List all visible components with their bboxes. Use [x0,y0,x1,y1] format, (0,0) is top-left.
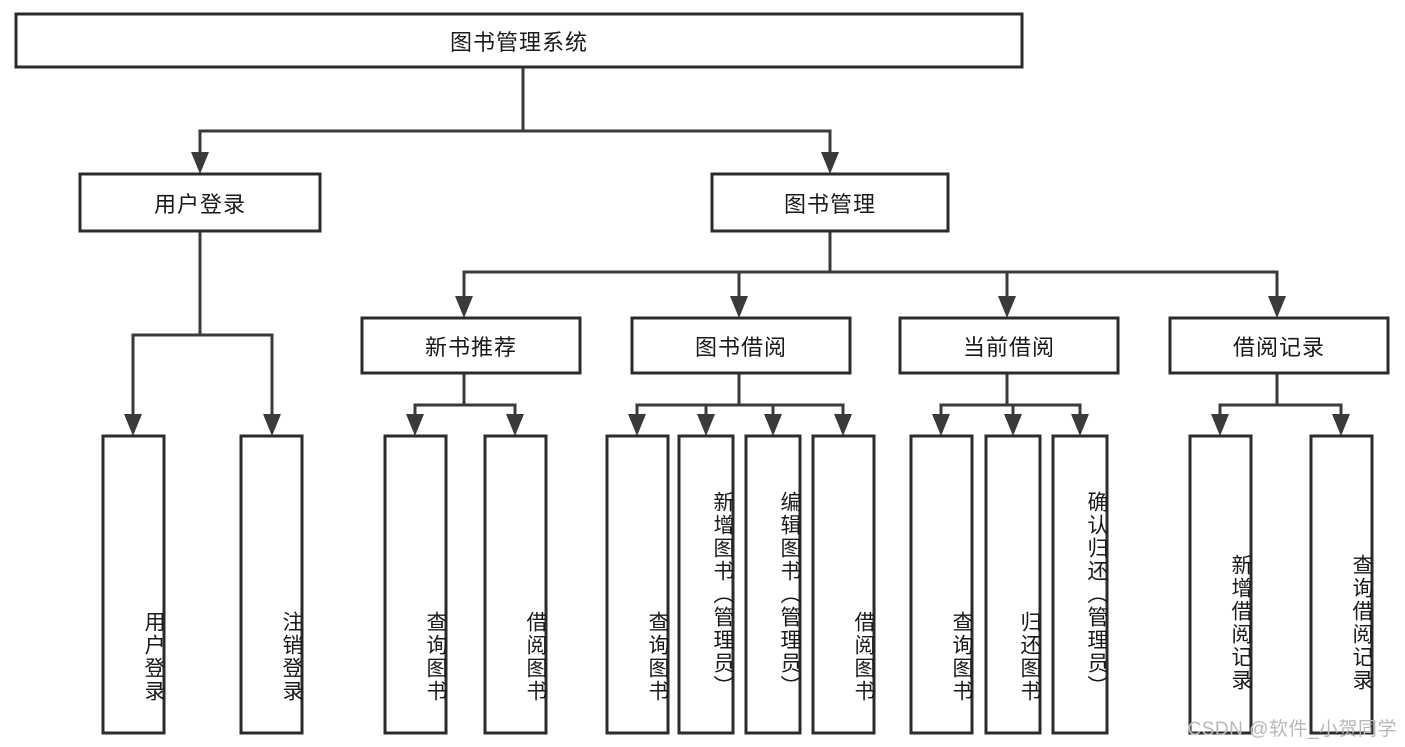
node-box-leaf-query-record[interactable] [1309,434,1374,735]
node-box-leaf-query-book-1[interactable] [383,434,448,735]
node-box-leaf-borrow-book-2[interactable] [811,434,876,735]
arrow-head-leaf-query-record [1332,414,1350,436]
node-box-book-borrow[interactable] [630,316,852,375]
node-box-book-manage[interactable] [710,172,950,233]
arrow-head-leaf-add-book [697,414,715,436]
node-box-leaf-user-login[interactable] [101,434,166,735]
arrow-head-leaf-user-logout [263,414,281,436]
arrow-head-leaf-query-book-3 [932,414,950,436]
node-box-leaf-query-book-2[interactable] [605,434,670,735]
node-box-leaf-user-logout[interactable] [239,434,304,735]
node-box-new-book-recommend[interactable] [360,316,582,375]
arrow-head-new-book-recommend [455,296,473,318]
connector-group-book-manage [455,229,1286,318]
connector-group-user-login [124,229,281,436]
node-box-leaf-borrow-book-1[interactable] [483,434,548,735]
node-box-user-login[interactable] [78,172,322,233]
node-box-leaf-add-book[interactable] [677,434,735,735]
arrow-head-user-login [191,152,209,174]
arrow-head-leaf-user-login [124,414,142,436]
arrow-head-leaf-edit-book [764,414,782,436]
arrow-head-leaf-borrow-book-1 [506,414,524,436]
node-box-borrow-record[interactable] [1168,316,1390,375]
node-box-leaf-return-book[interactable] [984,434,1042,735]
connector-group-root [191,65,839,174]
connector-group-borrow-record [1211,371,1350,436]
arrow-head-leaf-confirm-return [1071,414,1089,436]
node-box-leaf-query-book-3[interactable] [909,434,974,735]
arrow-head-leaf-query-book-2 [628,414,646,436]
arrow-head-leaf-return-book [1004,414,1022,436]
node-box-leaf-edit-book[interactable] [744,434,802,735]
connector-group-current-borrow [932,371,1089,436]
arrow-head-current-borrow [998,296,1016,318]
arrow-head-book-borrow [730,296,748,318]
connector-group-new-book-recommend [406,371,524,436]
csdn-watermark: CSDN @软件_小贺同学 [1187,719,1397,740]
arrow-head-book-manage [821,152,839,174]
arrow-head-leaf-borrow-book-2 [834,414,852,436]
node-box-leaf-add-record[interactable] [1188,434,1253,735]
node-box-root[interactable] [14,12,1024,69]
arrow-head-leaf-query-book-1 [406,414,424,436]
arrow-head-borrow-record [1268,296,1286,318]
node-box-current-borrow[interactable] [898,316,1120,375]
arrow-head-leaf-add-record [1211,414,1229,436]
connector-group-book-borrow [628,371,852,436]
node-box-leaf-confirm-return[interactable] [1051,434,1109,735]
